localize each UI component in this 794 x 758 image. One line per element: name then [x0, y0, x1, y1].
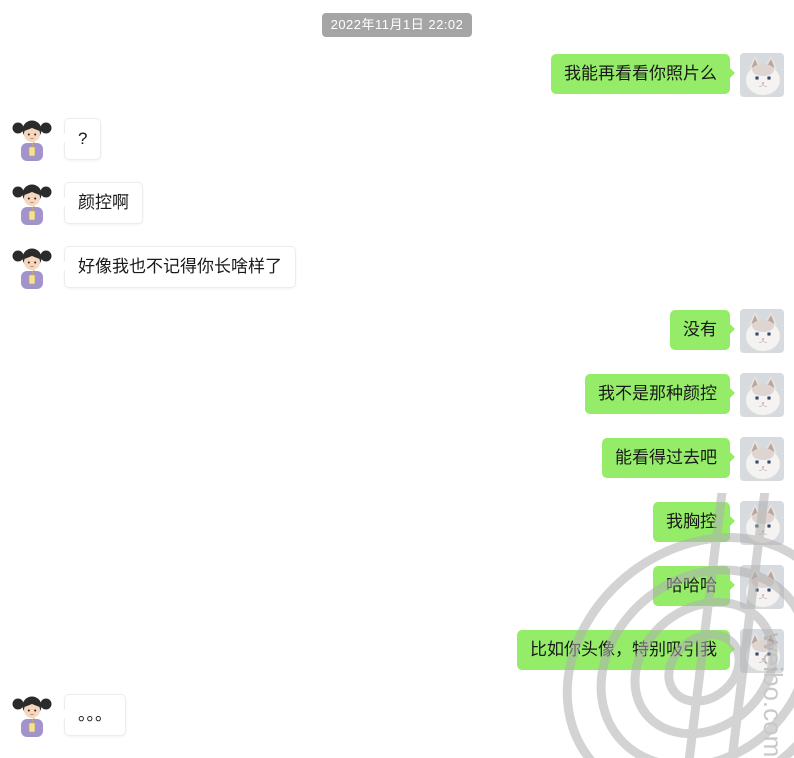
message-row: 哈哈哈: [10, 565, 784, 609]
message-bubble[interactable]: 好像我也不记得你长啥样了: [60, 246, 296, 288]
cat-avatar-illustration: [740, 629, 784, 673]
message-bubble[interactable]: 我不是那种颜控: [585, 374, 735, 414]
cat-avatar-illustration: [740, 53, 784, 97]
timestamp-badge: 2022年11月1日 22:02: [321, 13, 473, 37]
message-text: 能看得过去吧: [615, 448, 717, 467]
message-bubble[interactable]: 。。。: [60, 694, 126, 736]
cat-avatar[interactable]: [740, 373, 784, 417]
message-row: 好像我也不记得你长啥样了: [10, 245, 784, 289]
girl-avatar[interactable]: [10, 117, 54, 161]
girl-avatar-illustration: [10, 181, 54, 225]
message-bubble[interactable]: 颜控啊: [60, 182, 143, 224]
cat-avatar-illustration: [740, 565, 784, 609]
message-text: 我不是那种颜控: [598, 384, 717, 403]
message-row: 。。。: [10, 693, 784, 737]
message-row: 我不是那种颜控: [10, 373, 784, 417]
girl-avatar[interactable]: [10, 693, 54, 737]
message-row: 我能再看看你照片么: [10, 53, 784, 97]
cat-avatar-illustration: [740, 437, 784, 481]
message-row: 能看得过去吧: [10, 437, 784, 481]
cat-avatar-illustration: [740, 501, 784, 545]
cat-avatar[interactable]: [740, 437, 784, 481]
cat-avatar[interactable]: [740, 309, 784, 353]
message-bubble[interactable]: 比如你头像，特别吸引我: [517, 630, 735, 670]
message-text: 哈哈哈: [666, 576, 717, 595]
message-row: ?: [10, 117, 784, 161]
message-text: ?: [78, 129, 88, 148]
girl-avatar-illustration: [10, 245, 54, 289]
message-bubble[interactable]: 哈哈哈: [653, 566, 735, 606]
message-text: 我能再看看你照片么: [564, 64, 717, 83]
girl-avatar-illustration: [10, 117, 54, 161]
message-text: 比如你头像，特别吸引我: [530, 640, 717, 659]
message-text: 好像我也不记得你长啥样了: [78, 257, 282, 276]
message-bubble[interactable]: ?: [59, 118, 102, 160]
message-text: 。。。: [78, 705, 112, 724]
message-row: 我胸控: [10, 501, 784, 545]
cat-avatar[interactable]: [740, 629, 784, 673]
message-bubble[interactable]: 我能再看看你照片么: [551, 54, 735, 94]
girl-avatar-illustration: [10, 693, 54, 737]
message-row: 比如你头像，特别吸引我: [10, 629, 784, 673]
message-text: 没有: [683, 320, 717, 339]
cat-avatar-illustration: [740, 373, 784, 417]
cat-avatar-illustration: [740, 309, 784, 353]
message-text: 颜控啊: [78, 193, 129, 212]
girl-avatar[interactable]: [10, 181, 54, 225]
message-bubble[interactable]: 我胸控: [653, 502, 735, 542]
cat-avatar[interactable]: [740, 565, 784, 609]
cat-avatar[interactable]: [740, 53, 784, 97]
message-row: 没有: [10, 309, 784, 353]
message-text: 我胸控: [666, 512, 717, 531]
cat-avatar[interactable]: [740, 501, 784, 545]
message-bubble[interactable]: 能看得过去吧: [602, 438, 735, 478]
message-bubble[interactable]: 没有: [670, 310, 735, 350]
message-row: 颜控啊: [10, 181, 784, 225]
timestamp-row: 2022年11月1日 22:02: [0, 0, 794, 53]
girl-avatar[interactable]: [10, 245, 54, 289]
message-list: 我能再看看你照片么 ?: [0, 53, 794, 737]
